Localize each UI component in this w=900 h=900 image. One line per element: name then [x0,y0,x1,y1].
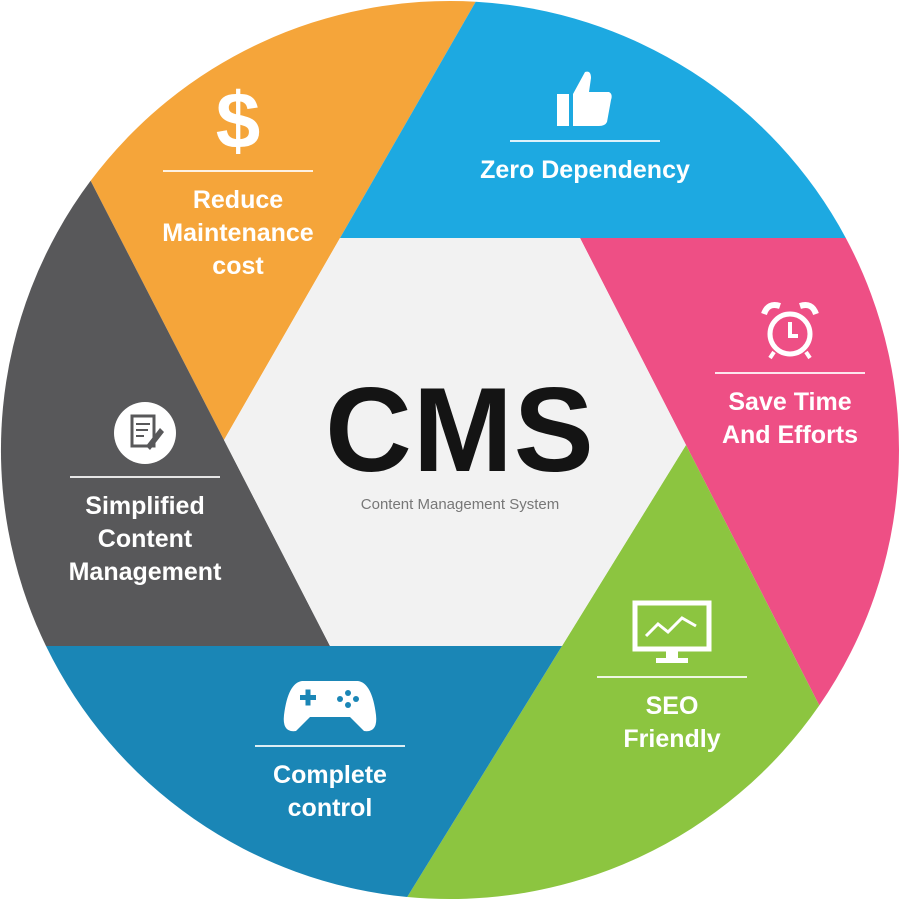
svg-text:$: $ [216,80,261,160]
center-block: CMS Content Management System [250,370,670,513]
divider [70,476,220,478]
label-line: And Efforts [721,421,859,449]
segment-simplified-content: Simplified Content Management [5,400,285,589]
divider [715,372,865,374]
center-hexagon [224,238,686,646]
note-edit-icon [114,402,176,464]
label-line: SEO [645,692,699,720]
segment-zero-dependency: Zero Dependency [445,68,725,187]
wedge-reduce-cost [90,0,476,441]
segment-label: Reduce Maintenance cost [98,184,378,283]
wedge-complete-control [46,646,562,897]
segment-label: Simplified Content Management [5,490,285,589]
segment-label: Save Time And Efforts [650,386,900,452]
label-line: Content [97,525,193,553]
segment-label: Complete control [190,759,470,825]
alarm-clock-icon [761,302,819,360]
label-line: Maintenance [162,219,314,247]
label-line: Simplified [85,492,205,520]
segment-seo-friendly: SEO Friendly [532,600,812,756]
segment-label: Zero Dependency [445,154,725,187]
center-title: CMS [325,363,595,497]
wedge-seo-friendly [407,445,820,900]
thumbs-up-icon [557,71,612,126]
segment-reduce-cost: $ Reduce Maintenance cost [98,80,378,283]
center-subtitle: Content Management System [360,496,560,513]
divider [597,676,747,678]
segment-label: SEO Friendly [532,690,812,756]
label-line: Complete [273,761,387,789]
segment-complete-control: Complete control [190,675,470,825]
label-line: cost [212,252,264,280]
label-line: Save Time [728,388,852,416]
monitor-chart-icon [632,600,712,663]
segment-save-time: Save Time And Efforts [650,298,900,452]
dollar-icon: $ [216,80,261,160]
divider [255,745,405,747]
divider [510,140,660,142]
label-line: Management [68,558,222,586]
gamepad-icon [283,681,377,732]
divider [163,170,313,172]
label-line: Reduce [192,186,284,214]
label-line: control [287,794,373,822]
label-line: Zero Dependency [480,156,690,184]
label-line: Friendly [623,725,721,753]
wedge-save-time [580,238,900,706]
